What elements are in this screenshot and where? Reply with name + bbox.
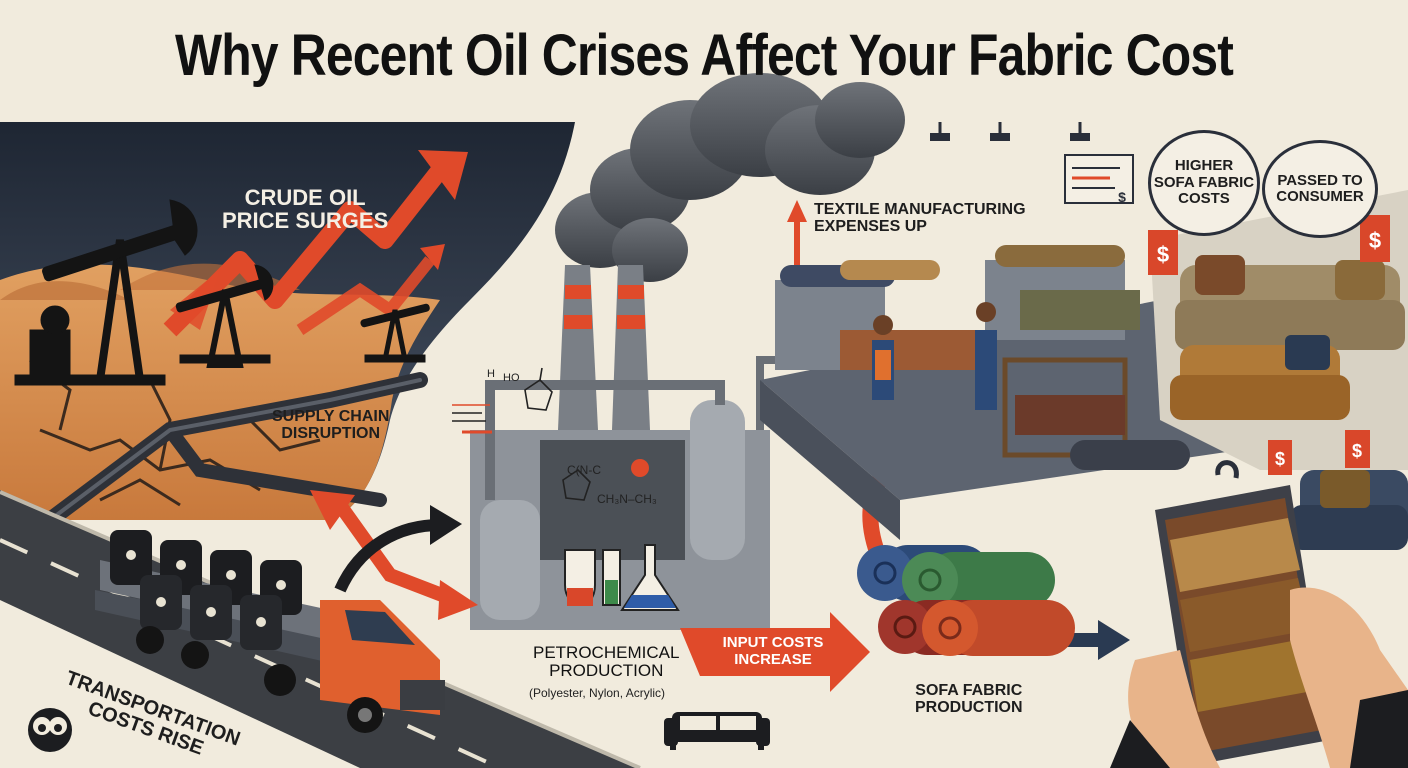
chem-formula-4: H: [487, 368, 495, 380]
price-tag-symbol: $: [1118, 189, 1126, 205]
passed-to-consumer-bubble: PASSED TO CONSUMER: [1262, 140, 1378, 238]
worker: [872, 302, 997, 410]
higher-costs-line3: COSTS: [1178, 190, 1230, 208]
textile-label-line1: TEXTILE MANUFACTURING: [814, 201, 1026, 218]
fabric-roll-icon: [857, 545, 1075, 656]
input-costs-label-line1: INPUT COSTS: [722, 634, 824, 651]
crude-oil-label-line1: CRUDE OIL: [244, 185, 366, 210]
passed-to-consumer-line1: PASSED TO: [1277, 171, 1363, 189]
input-costs-label-line2: INCREASE: [734, 650, 812, 668]
oil-field-scene: [0, 122, 575, 528]
textile-label: TEXTILE MANUFACTURING EXPENSES UP: [814, 201, 1026, 236]
price-tag-symbol: $: [1369, 228, 1381, 253]
price-tags: $ $ $ $ $: [1118, 189, 1390, 475]
crude-oil-label-line2: PRICE SURGES: [222, 208, 389, 234]
price-tag-icon: $: [1268, 440, 1292, 475]
crude-oil-label: CRUDE OIL PRICE SURGES: [222, 186, 388, 232]
swatch-book: [1155, 460, 1330, 765]
sofa-icon: [1290, 470, 1408, 550]
higher-costs-line2: SOFA FABRIC: [1153, 173, 1255, 191]
supply-chain-label-line1: SUPPLY CHAIN: [272, 408, 390, 425]
petrochemical-label: PETROCHEMICAL PRODUCTION: [533, 644, 679, 680]
showroom: [1150, 190, 1408, 550]
chem-formula-2: CH₃N–CH₃: [597, 492, 657, 506]
sofa-fabric-production-line2: PRODUCTION: [915, 698, 1023, 716]
molecule-sketch: [452, 367, 591, 501]
chem-formula-3: HO: [503, 372, 520, 384]
sofa-fabric-production-label: SOFA FABRIC PRODUCTION: [915, 682, 1023, 717]
sofa-icon: [1175, 255, 1405, 350]
passed-to-consumer-line2: CONSUMER: [1276, 188, 1364, 205]
higher-costs-line1: HIGHER: [1174, 157, 1234, 175]
higher-costs-bubble: HIGHER SOFA FABRIC COSTS: [1148, 130, 1260, 236]
oil-pump-icon: [14, 199, 198, 386]
sofa-icon: [664, 712, 770, 750]
logo-icon: [28, 708, 72, 752]
chem-formula-1: C(N-C: [567, 463, 601, 477]
price-tag-symbol: $: [1157, 242, 1169, 267]
price-tag-symbol: $: [1275, 449, 1285, 469]
petrochemical-label-line1: PETROCHEMICAL: [533, 643, 680, 662]
price-tag-symbol: $: [1352, 441, 1362, 461]
hands: [1110, 587, 1408, 768]
smoke-cloud: [555, 73, 905, 282]
oil-barrel-icon: [110, 530, 302, 650]
textile-label-line2: EXPENSES UP: [814, 217, 927, 235]
petrochemical-label-line2: PRODUCTION: [549, 660, 664, 680]
truck-icon: [95, 530, 445, 733]
oil-pump-icon: [175, 264, 274, 368]
sofa-icon: [1170, 335, 1350, 420]
price-tag-icon: $: [1360, 215, 1390, 262]
oil-pump-icon: [360, 303, 430, 363]
supply-chain-label: SUPPLY CHAIN DISRUPTION: [272, 408, 390, 443]
petrochemical-materials: (Polyester, Nylon, Acrylic): [529, 686, 666, 700]
flask-icon: [564, 544, 680, 611]
pipeline: [42, 372, 428, 528]
page-title: Why Recent Oil Crises Affect Your Fabric…: [175, 23, 1234, 88]
price-tag-icon: $: [1148, 230, 1178, 275]
sofa-fabric-production-line1: SOFA FABRIC: [915, 682, 1023, 699]
textile-factory: [760, 122, 1240, 540]
ceiling-lamps: [938, 122, 1082, 135]
input-costs-label: INPUT COSTS INCREASE: [717, 634, 829, 668]
price-tag-icon: $: [1345, 430, 1370, 468]
supply-chain-label-line2: DISRUPTION: [281, 424, 381, 442]
factory-icon: [470, 265, 800, 630]
price-rise-arrows: [163, 150, 468, 337]
